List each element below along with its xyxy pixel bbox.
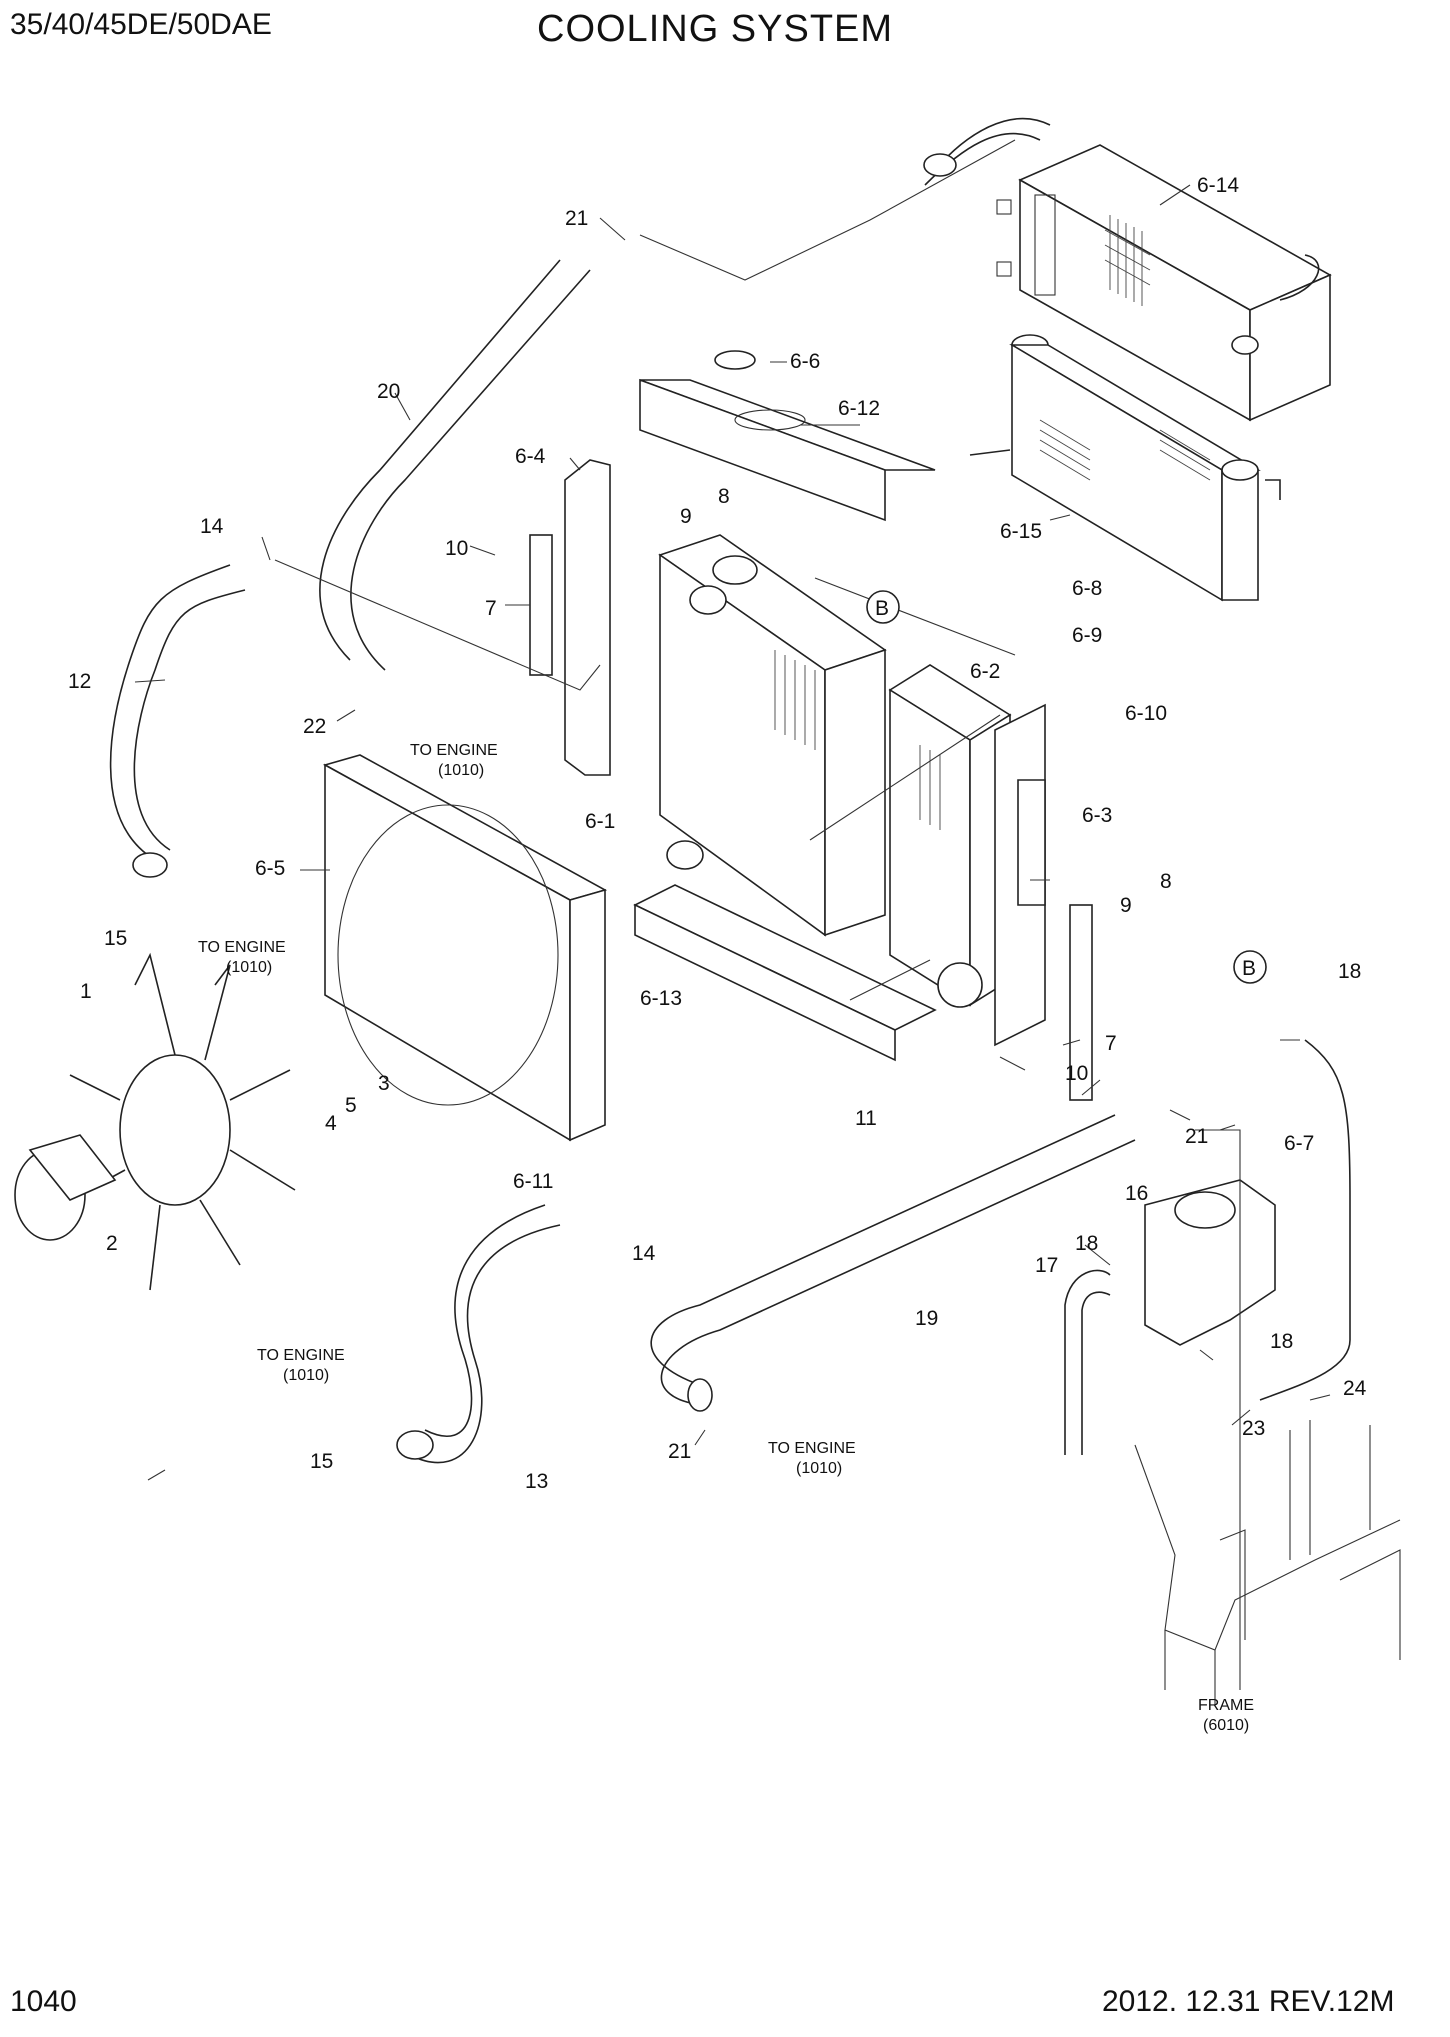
- label-7a: 7: [485, 597, 497, 620]
- svg-text:B: B: [875, 597, 889, 620]
- label-6-2: 6-2: [970, 660, 1000, 683]
- note-ref-3: (1010): [283, 1367, 329, 1384]
- note-ref-4: (1010): [796, 1460, 842, 1477]
- label-17: 17: [1035, 1254, 1058, 1277]
- label-8a: 8: [718, 485, 730, 508]
- leader-lines: [134, 139, 1331, 1690]
- reference-b-radiator: B: [866, 590, 900, 624]
- note-to-engine-2: TO ENGINE: [198, 939, 286, 956]
- top-bracket-6-12: [639, 378, 936, 522]
- note-frame-ref: (6010): [1203, 1717, 1249, 1734]
- charge-air-cooler-6-14: [923, 117, 1332, 422]
- radiator-6-1: [658, 534, 887, 937]
- label-6-8: 6-8: [1072, 577, 1102, 600]
- label-1: 1: [80, 980, 92, 1003]
- hose-12: [109, 564, 246, 878]
- radiator-cap-6-6: [714, 350, 756, 370]
- note-ref-1: (1010): [438, 762, 484, 779]
- note-to-engine-4: TO ENGINE: [768, 1440, 856, 1457]
- label-23: 23: [1242, 1417, 1265, 1440]
- label-5: 5: [345, 1094, 357, 1117]
- label-10b: 10: [1065, 1062, 1088, 1085]
- label-10a: 10: [445, 537, 468, 560]
- spacer-2: [14, 1134, 117, 1241]
- reference-b-overflow: B: [1233, 950, 1267, 984]
- label-21a: 21: [565, 207, 588, 230]
- label-9a: 9: [680, 505, 692, 528]
- label-12: 12: [68, 670, 91, 693]
- label-15b: 15: [310, 1450, 333, 1473]
- label-6-10: 6-10: [1125, 702, 1167, 725]
- note-frame: FRAME: [1198, 1697, 1254, 1714]
- label-6-5: 6-5: [255, 857, 285, 880]
- hose-19: [650, 1114, 1136, 1412]
- label-3: 3: [378, 1072, 390, 1095]
- seal-strip-7b: [1069, 904, 1093, 1101]
- hose-17: [1064, 1269, 1111, 1455]
- hose-20: [319, 259, 591, 671]
- label-6-3: 6-3: [1082, 804, 1112, 827]
- label-11: 11: [855, 1107, 877, 1130]
- side-bracket-6-4: [564, 459, 611, 776]
- label-2: 2: [106, 1232, 118, 1255]
- label-6-12: 6-12: [838, 397, 880, 420]
- label-18a: 18: [1075, 1232, 1098, 1255]
- frame-6010: [1134, 1420, 1401, 1705]
- label-6-13: 6-13: [640, 987, 682, 1010]
- label-7b: 7: [1105, 1032, 1117, 1055]
- label-6-4: 6-4: [515, 445, 546, 468]
- fan-shroud-6-5: [322, 754, 608, 1142]
- hose-6-7: [1259, 1039, 1351, 1401]
- label-6-7: 6-7: [1284, 1132, 1314, 1155]
- label-6-6: 6-6: [790, 350, 820, 373]
- revision-date: 2012. 12.31 REV.12M: [1102, 1985, 1395, 2018]
- label-19: 19: [915, 1307, 938, 1330]
- label-6-9: 6-9: [1072, 624, 1102, 647]
- reservoir-16: [1144, 1179, 1276, 1346]
- bottom-bracket-6-13: [633, 884, 937, 1062]
- label-21b: 21: [1185, 1125, 1208, 1148]
- note-to-engine-3: TO ENGINE: [257, 1347, 345, 1364]
- label-4: 4: [325, 1112, 337, 1135]
- label-13: 13: [525, 1470, 548, 1493]
- fan-1: [69, 952, 296, 1291]
- label-6-14: 6-14: [1197, 174, 1239, 197]
- label-8b: 8: [1160, 870, 1172, 893]
- label-6-1: 6-1: [585, 810, 615, 833]
- hose-13: [396, 1204, 561, 1464]
- seal-strip-7a: [529, 534, 553, 676]
- label-21c: 21: [668, 1440, 691, 1463]
- model-designation: 35/40/45DE/50DAE: [10, 8, 272, 41]
- label-18b: 18: [1270, 1330, 1293, 1353]
- label-22: 22: [303, 715, 326, 738]
- label-16: 16: [1125, 1182, 1148, 1205]
- label-6-11: 6-11: [513, 1170, 553, 1193]
- core-6-2: [888, 664, 1012, 1008]
- label-15a: 15: [104, 927, 127, 950]
- label-24: 24: [1343, 1377, 1367, 1400]
- label-14b: 14: [632, 1242, 656, 1265]
- label-9b: 9: [1120, 894, 1132, 917]
- label-14a: 14: [200, 515, 224, 538]
- oil-cooler-6-15: [969, 334, 1281, 602]
- side-bracket-6-3: [994, 703, 1046, 1047]
- label-18c: 18: [1338, 960, 1361, 983]
- note-ref-2: (1010): [226, 959, 272, 976]
- page-title: COOLING SYSTEM: [537, 8, 894, 50]
- note-to-engine-1: TO ENGINE: [410, 742, 498, 759]
- label-6-15: 6-15: [1000, 520, 1042, 543]
- page-number: 1040: [10, 1985, 77, 2018]
- label-20: 20: [377, 380, 400, 403]
- svg-text:B: B: [1242, 957, 1256, 980]
